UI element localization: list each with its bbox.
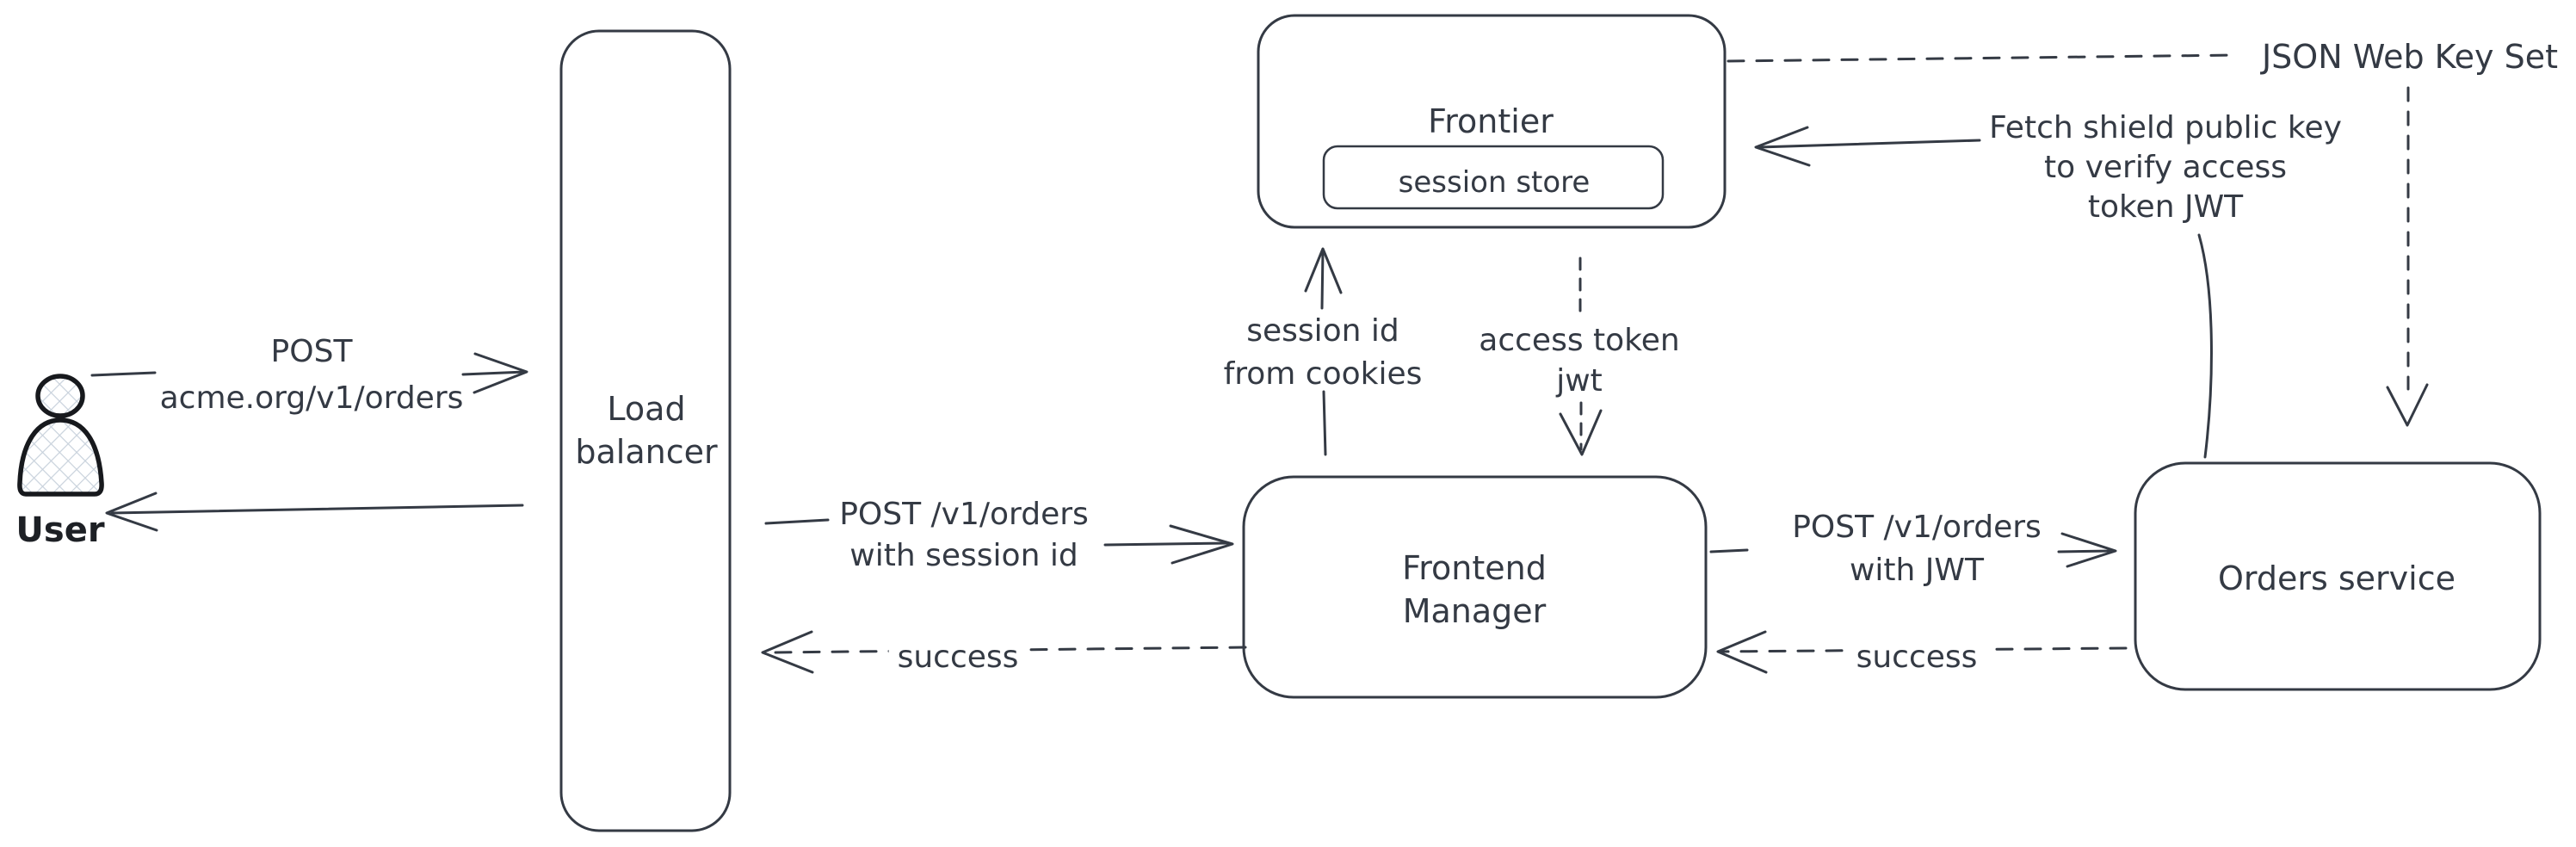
edge-label-success-right: success (1847, 637, 1986, 678)
edge-label-session-id-cookies-line2: from cookies (1223, 356, 1423, 392)
load-balancer-label: Load balancer (575, 387, 717, 473)
load-balancer-label-line1: Load (607, 390, 686, 428)
edge-label-jwks: JSON Web Key Set (2261, 38, 2559, 76)
edge-label-success-left: success (888, 637, 1028, 678)
arrow-orders-to-frontier (1754, 126, 2213, 459)
arrow-lb-to-fm (764, 518, 1234, 565)
edge-label-post-acme-line1: POST (270, 334, 353, 369)
arrow-fm-to-frontier (1304, 247, 1343, 456)
dashed-line-frontier-jwks (1727, 53, 2238, 63)
load-balancer-node (559, 29, 732, 832)
edge-label-fetch-public-key-line1: Fetch shield public key (1989, 110, 2342, 145)
edge-label-post-session-id-line2: with session id (849, 538, 1078, 573)
edge-label-fetch-public-key-line2: to verify access (2044, 150, 2287, 185)
edge-label-fetch-public-key: Fetch shield public key to verify access… (1989, 108, 2342, 227)
frontend-manager-label: Frontend Manager (1402, 547, 1547, 633)
edge-label-post-jwt: POST /v1/orders with JWT (1792, 506, 2042, 592)
edge-label-session-id-cookies: session id from cookies (1224, 310, 1423, 396)
user-actor-icon (17, 374, 104, 497)
arrow-lb-to-user (105, 492, 524, 532)
frontier-node (1257, 14, 1727, 229)
arrow-user-to-lb (90, 352, 528, 394)
edge-label-access-token-jwt-line1: access token (1479, 323, 1680, 358)
arrow-fm-to-orders (1709, 532, 2117, 568)
frontend-manager-node (1242, 475, 1708, 699)
orders-service-label: Orders service (2218, 560, 2456, 597)
session-store-node (1322, 145, 1665, 210)
edge-label-post-jwt-line2: with JWT (1849, 553, 1985, 588)
session-store-label: session store (1398, 165, 1591, 200)
edge-label-access-token-jwt-line2: jwt (1556, 363, 1603, 399)
edge-label-post-acme: POST acme.org/v1/orders (160, 329, 464, 422)
dashed-arrow-frontier-to-fm (1559, 257, 1603, 456)
frontend-manager-label-line2: Manager (1402, 592, 1547, 630)
frontier-label: Frontier (1428, 102, 1554, 140)
edge-label-post-acme-line2: acme.org/v1/orders (159, 380, 464, 416)
edge-label-session-id-cookies-line1: session id (1246, 313, 1399, 349)
orders-service-node (2134, 461, 2542, 691)
edge-label-fetch-public-key-line3: token JWT (2087, 189, 2244, 225)
frontend-manager-label-line1: Frontend (1402, 549, 1547, 587)
dashed-arrow-jwks-to-orders (2386, 86, 2429, 427)
edge-label-post-session-id: POST /v1/orders with session id (839, 494, 1089, 577)
edge-label-access-token-jwt: access token jwt (1479, 320, 1679, 401)
edge-label-post-jwt-line1: POST /v1/orders (1792, 510, 2042, 545)
user-label: User (15, 510, 105, 550)
edge-label-post-session-id-line1: POST /v1/orders (839, 497, 1089, 532)
load-balancer-label-line2: balancer (575, 433, 718, 471)
